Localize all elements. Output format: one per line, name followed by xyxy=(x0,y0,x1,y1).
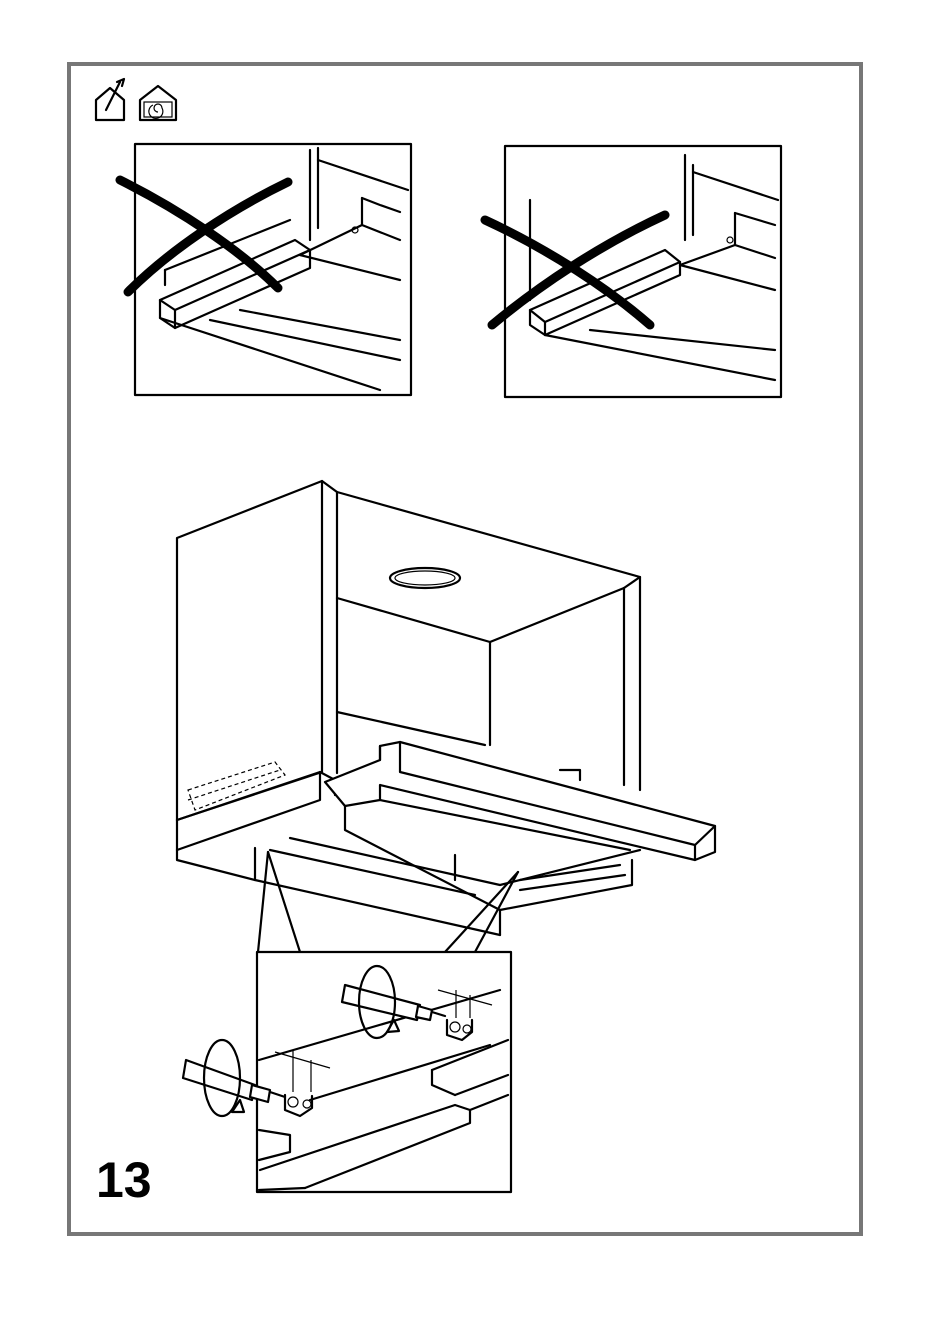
panel-incorrect-left xyxy=(120,144,411,395)
detail-callout-lines xyxy=(258,852,518,952)
step-number: 13 xyxy=(96,1155,152,1205)
house-with-swirl-icon xyxy=(140,86,176,120)
panel-incorrect-right xyxy=(485,146,781,397)
cabinet-illustration xyxy=(177,481,715,935)
panel-detail-screws xyxy=(183,952,511,1192)
house-with-pencil-icon xyxy=(96,79,124,120)
